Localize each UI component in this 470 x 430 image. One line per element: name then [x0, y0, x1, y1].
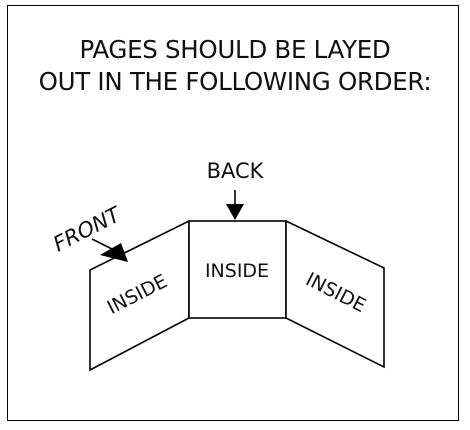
heading-line-2: OUT IN THE FOLLOWING ORDER: [38, 67, 432, 96]
back-label: BACK [207, 159, 265, 183]
heading-line-1: PAGES SHOULD BE LAYED [79, 35, 391, 64]
front-arrow-icon [91, 238, 128, 262]
center-panel [188, 220, 287, 319]
center-panel-label: INSIDE [205, 260, 269, 282]
right-panel [285, 219, 385, 369]
instruction-heading: PAGES SHOULD BE LAYED OUT IN THE FOLLOWI… [0, 34, 470, 98]
back-arrow-icon [226, 190, 244, 220]
